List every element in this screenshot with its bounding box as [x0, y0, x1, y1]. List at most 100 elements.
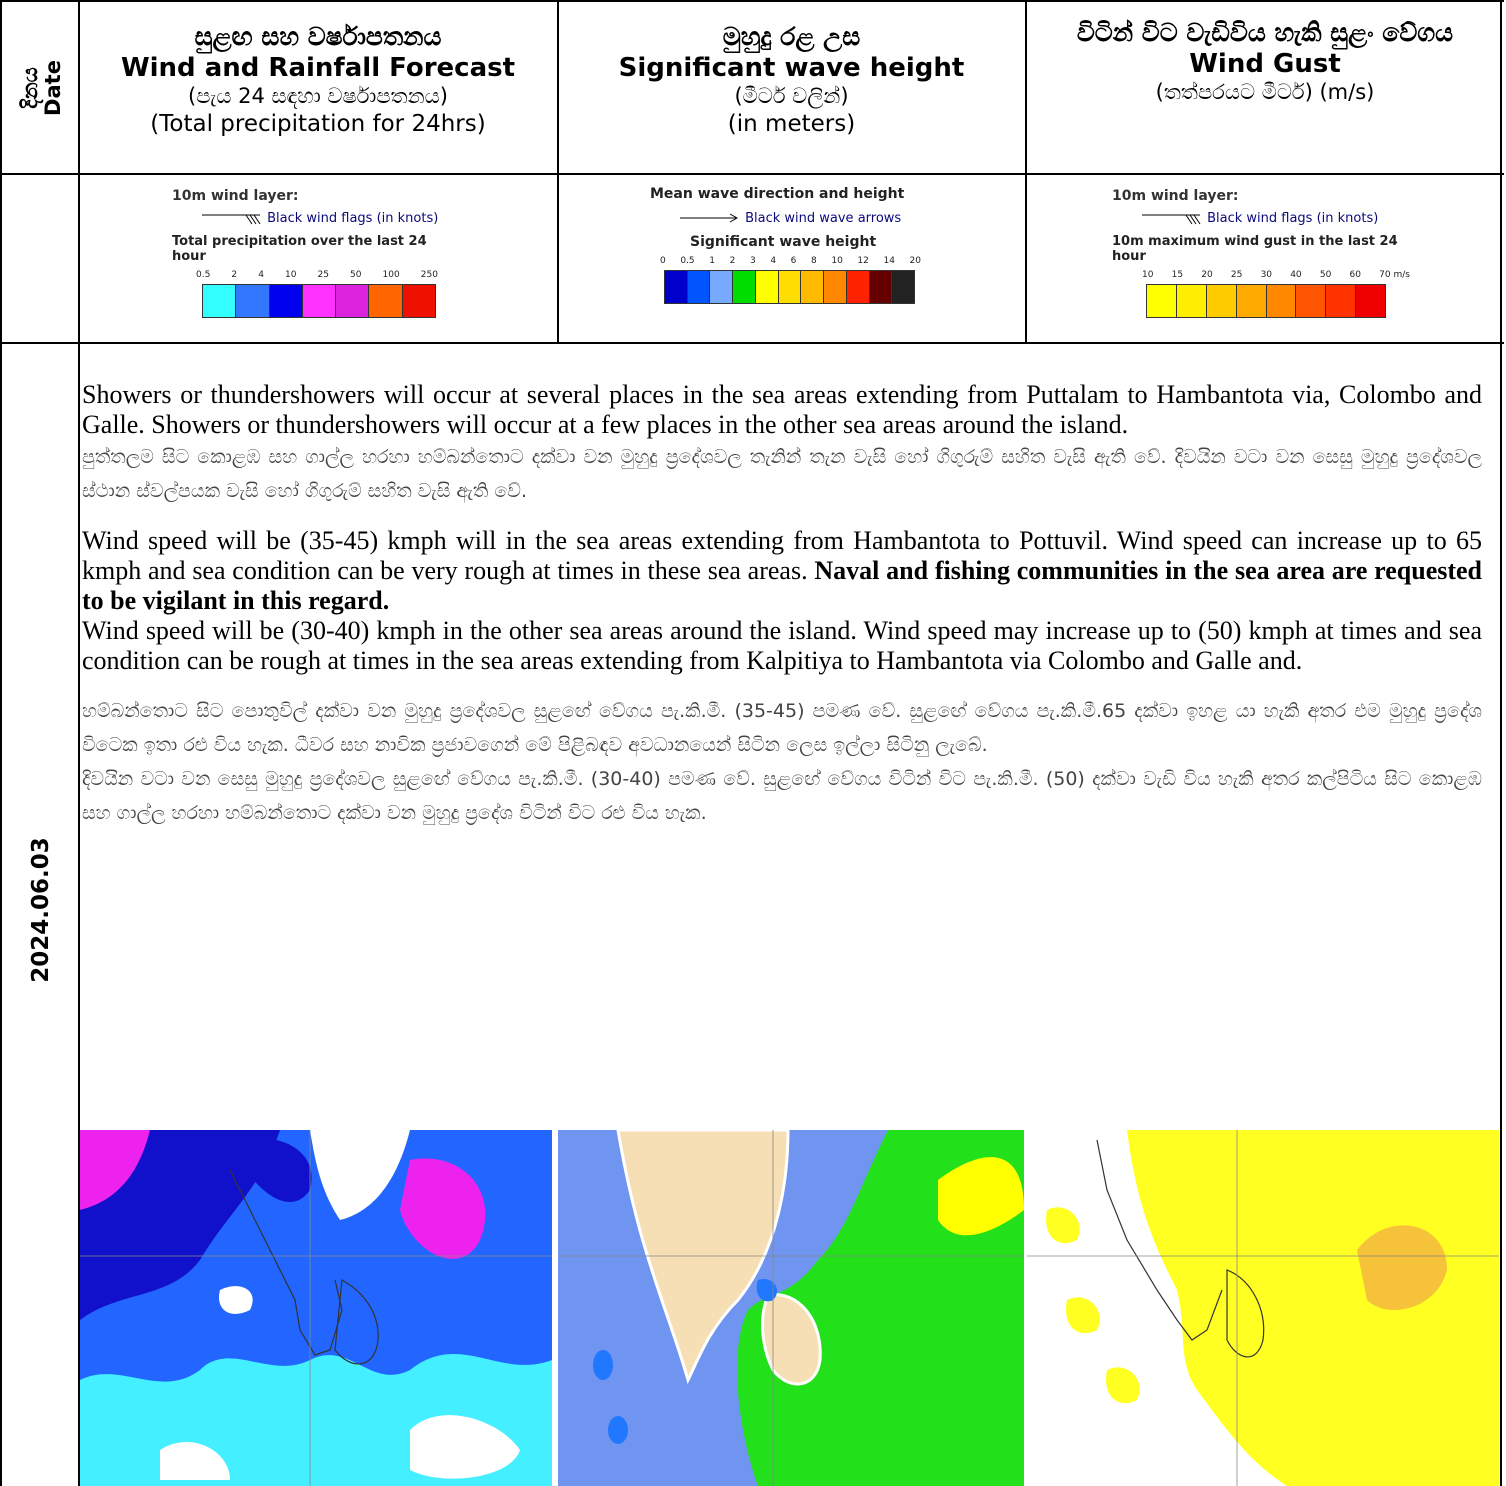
wave-tick-label: 14	[883, 256, 895, 266]
rain-tick-label: 4	[258, 270, 264, 280]
forecast-date-cell: 2024.06.03	[4, 830, 78, 990]
forecast-para-3-si: දිවයින වටා වන සෙසු මුහුදු ප්‍රදේශවල සුළඟ…	[82, 768, 1482, 824]
wave-color-swatch	[687, 271, 711, 303]
rain-tick-label: 50	[350, 270, 362, 280]
gust-legend-flags: Black wind flags (in knots)	[1207, 211, 1379, 226]
wave-legend-title: Mean wave direction and height	[650, 186, 905, 202]
gust-tick-label: 50	[1319, 270, 1332, 280]
wave-legend-arrows: Black wind wave arrows	[745, 211, 902, 226]
wave-tick-label: 6	[790, 256, 797, 266]
wave-tick-label: 8	[811, 256, 817, 266]
wave-header: මුහුදු රළ උස Significant wave height (මී…	[559, 22, 1024, 138]
wave-tick-label: 12	[857, 256, 869, 266]
wave-color-swatch	[755, 271, 779, 303]
wave-tick-label: 3	[749, 256, 756, 266]
gust-color-swatch	[1296, 285, 1327, 317]
rain-colorbar	[202, 284, 436, 318]
gust-color-swatch	[1356, 285, 1385, 317]
gust-color-swatch	[1266, 285, 1297, 317]
gust-tick-label: 25	[1230, 270, 1243, 280]
wave-tick-label: 10	[831, 256, 843, 266]
forecast-date: 2024.06.03	[28, 837, 54, 983]
gust-tick-label: 30	[1260, 270, 1273, 280]
rainfall-header: සුළඟ සහ වර්ෂාපතනය Wind and Rainfall Fore…	[80, 22, 556, 138]
wave-tick-label: 1	[709, 256, 716, 266]
rain-color-swatch	[302, 285, 337, 317]
wave-title-en: Significant wave height	[618, 52, 965, 83]
wave-color-swatch	[710, 271, 734, 303]
rain-legend: 10m wind layer: Black wind flags (in kno…	[172, 188, 462, 318]
rain-legend-ticks: 0.5 2 4 10 25 50 100 250	[172, 270, 462, 280]
wave-tick-label: 0.5	[680, 256, 695, 266]
wave-tick-label: 0	[660, 256, 666, 266]
wave-legend-subtitle: Significant wave height	[690, 234, 877, 250]
gust-colorbar	[1146, 284, 1386, 318]
wave-map-image	[558, 1130, 1024, 1486]
rain-tick-label: 25	[317, 270, 329, 280]
forecast-para-3-en: Wind speed will be (30-40) kmph in the o…	[82, 616, 1482, 675]
forecast-para-2-si: හම්බන්තොට සිට පොතුවිල් දක්වා වන මුහුදු ප…	[82, 700, 1482, 756]
date-header: දිනය Date	[4, 8, 78, 170]
gust-title-en: Wind Gust	[1189, 48, 1341, 79]
gust-color-swatch	[1176, 285, 1207, 317]
rain-legend-flags: Black wind flags (in knots)	[267, 211, 439, 226]
gust-header: විටින් විට වැඩිවිය හැකි සුළං වේගය Wind G…	[1040, 18, 1490, 106]
wave-sub-en: (in meters)	[727, 110, 856, 137]
wave-color-swatch	[892, 271, 915, 303]
gust-sub: (තත්පරයට මීටර්) (m/s)	[1155, 80, 1375, 105]
rain-color-swatch	[203, 285, 237, 317]
rain-tick-label: 100	[382, 270, 400, 280]
rainfall-map-image	[80, 1130, 552, 1486]
wave-map	[558, 1130, 1024, 1486]
gust-legend: 10m wind layer: Black wind flags (in kno…	[1112, 188, 1412, 318]
wave-tick-label: 20	[909, 256, 921, 266]
gust-color-swatch	[1236, 285, 1267, 317]
wave-tick-label: 4	[770, 256, 777, 266]
rain-legend-title: Total precipitation over the last 24 hou…	[172, 234, 427, 264]
wave-color-swatch	[778, 271, 802, 303]
rain-tick-label: 0.5	[196, 270, 211, 280]
gust-title-si: විටින් විට වැඩිවිය හැකි සුළං වේගය	[1076, 18, 1454, 47]
wind-flag-icon	[202, 214, 261, 224]
rain-color-swatch	[236, 285, 270, 317]
rain-color-swatch	[402, 285, 435, 317]
rainfall-sub-si: (පැය 24 සඳහා වර්ෂාපතනය)	[188, 84, 448, 109]
wave-color-swatch	[846, 271, 870, 303]
gust-legend-layer: 10m wind layer:	[1112, 188, 1239, 204]
rainfall-title-en: Wind and Rainfall Forecast	[120, 52, 516, 83]
forecast-text: Showers or thundershowers will occur at …	[82, 380, 1482, 830]
date-header-en: Date	[41, 60, 65, 116]
rain-legend-layer: 10m wind layer:	[172, 188, 299, 204]
wave-legend: Mean wave direction and height Black win…	[650, 186, 925, 304]
gust-tick-label: 70 m/s	[1379, 270, 1410, 280]
rain-color-swatch	[269, 285, 303, 317]
gust-map	[1027, 1130, 1499, 1486]
gust-color-swatch	[1326, 285, 1357, 317]
rain-color-swatch	[369, 285, 403, 317]
forecast-para-2-text: Wind speed will be (35-45) kmph will in …	[82, 526, 1482, 585]
rain-tick-label: 250	[420, 270, 438, 280]
forecast-warning: Naval and fishing communities in the sea…	[82, 556, 1483, 615]
rain-tick-label: 10	[284, 270, 297, 280]
wave-colorbar	[664, 270, 915, 304]
wave-color-swatch	[733, 271, 756, 303]
wave-arrow-icon	[680, 213, 739, 222]
rainfall-map	[80, 1130, 552, 1486]
gust-legend-title: 10m maximum wind gust in the last 24 hou…	[1112, 234, 1398, 264]
forecast-para-1-en: Showers or thundershowers will occur at …	[82, 380, 1482, 439]
wind-flag-icon	[1142, 214, 1201, 224]
forecast-para-2-en: Wind speed will be (35-45) kmph will in …	[82, 526, 1482, 616]
date-header-si: දිනය	[17, 67, 42, 109]
rain-tick-label: 2	[231, 270, 238, 280]
rainfall-sub-en: (Total precipitation for 24hrs)	[150, 110, 486, 137]
gust-color-swatch	[1206, 285, 1237, 317]
rain-color-swatch	[336, 285, 370, 317]
wave-color-swatch	[801, 271, 825, 303]
gust-color-swatch	[1147, 285, 1177, 317]
rainfall-title-si: සුළඟ සහ වර්ෂාපතනය	[194, 22, 442, 51]
wave-color-swatch	[824, 271, 847, 303]
gust-tick-label: 60	[1349, 270, 1361, 280]
